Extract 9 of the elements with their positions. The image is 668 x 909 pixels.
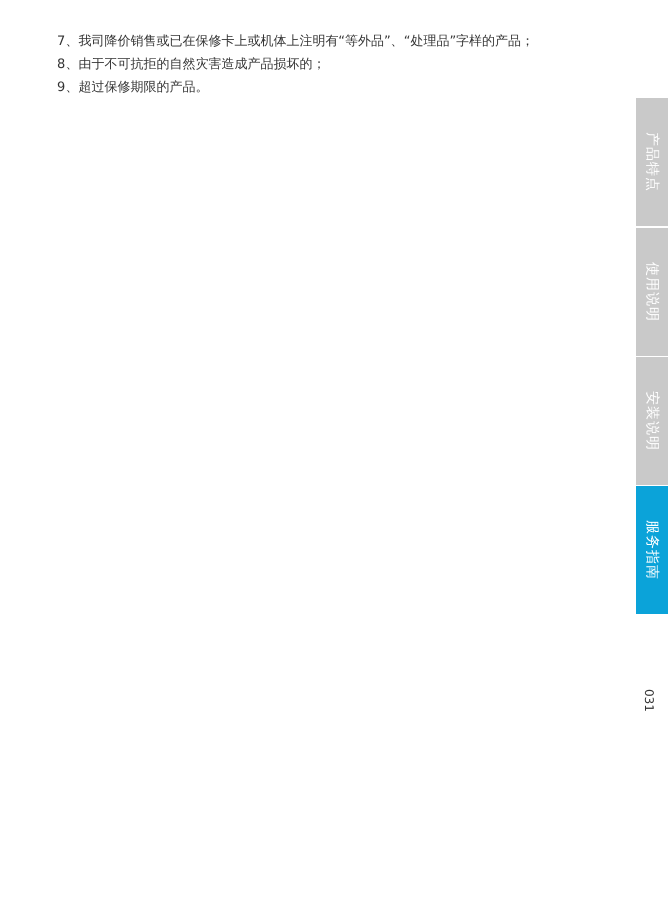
list-item-text: 8、由于不可抗拒的自然灾害造成产品损坏的；	[57, 56, 326, 74]
list-item-text: 7、我司降价销售或已在保修卡上或机体上注明有“等外品”、“处理品”字样的产品；	[57, 33, 534, 51]
section-tab	[636, 98, 668, 226]
tab-label: 服务指南	[643, 520, 661, 580]
section-tab	[636, 486, 668, 614]
list-item-text: 9、超过保修期限的产品。	[57, 79, 208, 97]
section-tab	[636, 228, 668, 356]
section-tab	[636, 357, 668, 485]
page-number: 031	[642, 689, 656, 711]
